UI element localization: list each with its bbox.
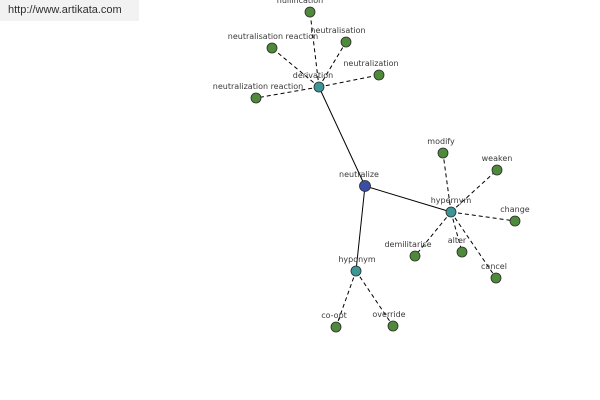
node-label-neutralisation: neutralisation [310,26,365,35]
node-neutralize[interactable] [359,180,371,192]
node-neutralization-reaction[interactable] [250,92,262,104]
edge-hyponym-to-co-opt [335,270,357,328]
edge-neutralize-to-derivation [318,86,366,187]
node-layer [250,6,521,333]
node-label-neutralize: neutralize [339,170,379,179]
edge-hypernym-to-alter [450,211,463,253]
node-neutralisation-reaction[interactable] [266,42,278,54]
node-neutralization[interactable] [373,69,385,81]
node-label-hypernym: hypernym [431,196,472,205]
node-alter[interactable] [456,246,468,258]
node-label-hyponym: hyponym [338,255,376,264]
node-modify[interactable] [437,147,449,159]
node-label-demilitarise: demilitarise [384,240,431,249]
node-neutralisation[interactable] [340,36,352,48]
node-label-cancel: cancel [481,262,507,271]
node-hypernym[interactable] [445,206,457,218]
edge-derivation-to-neutralisation-reaction [271,47,320,88]
source-link[interactable]: http://www.artikata.com [0,0,139,21]
node-label-neutralisation-reaction: neutralisation reaction [228,32,318,41]
edge-derivation-to-neutralisation [318,41,347,88]
edge-derivation-to-nullification [309,11,320,88]
node-override[interactable] [387,320,399,332]
node-nullification[interactable] [304,6,316,18]
edge-derivation-to-neutralization-reaction [255,86,320,99]
edge-hypernym-to-modify [442,152,452,213]
edge-neutralize-to-hypernym [364,185,452,213]
edge-neutralize-to-hyponym [355,185,366,272]
node-change[interactable] [509,215,521,227]
node-label-co-opt: co-opt [321,311,347,320]
node-derivation[interactable] [313,81,325,93]
node-hyponym[interactable] [350,265,362,277]
node-demilitarise[interactable] [409,250,421,262]
node-label-neutralization-reaction: neutralization reaction [213,82,303,91]
edge-hypernym-to-weaken [450,169,498,213]
label-layer: neutralize derivation hypernym hyponym nulli… [213,0,530,320]
edge-hypernym-to-cancel [450,211,497,279]
node-label-weaken: weaken [482,154,513,163]
node-label-nullification: nullification [277,0,323,5]
node-label-change: change [500,205,530,214]
edge-hypernym-to-change [450,211,516,222]
node-cancel[interactable] [490,272,502,284]
node-label-derivation: derivation [293,71,333,80]
node-label-modify: modify [427,137,455,146]
node-weaken[interactable] [491,164,503,176]
node-label-alter: alter [448,236,467,245]
edge-derivation-to-neutralization [318,74,380,88]
node-label-neutralization: neutralization [343,59,398,68]
node-co-opt[interactable] [330,321,342,333]
edge-layer [255,11,516,328]
edge-hypernym-to-demilitarise [414,211,452,257]
node-label-override: override [372,310,405,319]
